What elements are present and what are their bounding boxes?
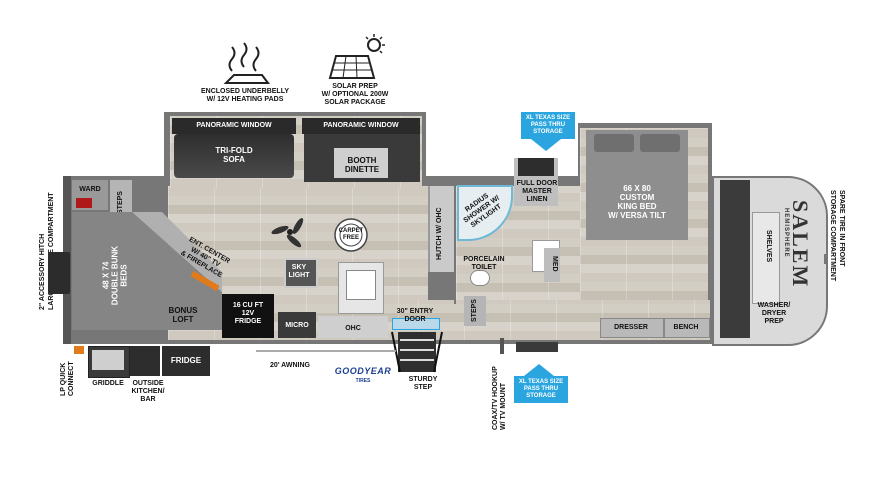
dinette-label: BOOTH DINETTE xyxy=(344,156,380,174)
outside-kitchen-label: OUTSIDE KITCHEN/ BAR xyxy=(131,380,165,403)
bonus-loft-label: BONUS LOFT xyxy=(168,306,198,324)
king-bed-label: 66 X 80 CUSTOM KING BED W/ VERSA TILT xyxy=(608,184,666,220)
front-closet xyxy=(720,180,750,338)
fridge-interior xyxy=(222,294,274,338)
dinette-table xyxy=(334,148,388,178)
ceiling-fan-icon xyxy=(271,218,304,248)
shelves xyxy=(752,212,780,304)
griddle-top xyxy=(92,350,124,370)
dresser xyxy=(600,318,664,338)
outside-fridge-label: FRIDGE xyxy=(170,356,202,365)
bathroom-wall xyxy=(454,184,456,304)
radius-shower xyxy=(457,185,513,241)
porcelain-toilet-label: PORCELAIN TOILET xyxy=(463,256,505,271)
panoramic-window-left xyxy=(172,118,296,134)
steps-left-label: STEPS xyxy=(117,191,124,214)
carpet-free-badge-icon xyxy=(334,218,368,252)
hutch-label: HUTCH W/ OHC xyxy=(436,207,443,261)
goodyear-sub: TIRES xyxy=(355,378,371,384)
lp-quick-connect-label: LP QUICK CONNECT xyxy=(60,361,75,396)
washer-dryer-label: WASHER/ DRYER PREP xyxy=(757,302,791,325)
goodyear-logo: GOODYEAR xyxy=(334,366,392,376)
outside-fridge xyxy=(162,346,210,376)
pillow-right xyxy=(640,134,680,152)
sofa-label: TRI-FOLD SOFA xyxy=(215,146,253,164)
skylight xyxy=(284,258,318,288)
carpet-free-label: CARPET FREE xyxy=(338,228,364,241)
spare-tire-label: SPARE TIRE IN FRONT STORAGE COMPARTMENT xyxy=(829,190,845,282)
ohc-counter xyxy=(318,316,388,338)
dresser-label: DRESSER xyxy=(614,324,648,331)
steps-right-label: STEPS xyxy=(471,299,478,322)
solar-label: SOLAR PREP W/ OPTIONAL 200W SOLAR PACKAG… xyxy=(321,83,389,106)
medicine-cabinet xyxy=(544,248,560,282)
sturdy-step-icon xyxy=(391,331,443,373)
bench xyxy=(664,318,710,338)
lp-quick-connect xyxy=(74,346,84,354)
coax-hookup xyxy=(500,338,504,354)
bunk-beds-label: 48 X 74 DOUBLE BUNK BEDS xyxy=(101,245,129,306)
hutch xyxy=(428,186,456,272)
awning-label: 20' AWNING xyxy=(270,362,310,369)
bench-label: BENCH xyxy=(673,324,699,331)
bunk-area xyxy=(72,212,222,330)
sturdy-step-label: STURDY STEP xyxy=(408,376,438,391)
steps-right xyxy=(464,296,486,326)
underbelly-label: ENCLOSED UNDERBELLY W/ 12V HEATING PADS xyxy=(200,88,290,103)
arrow-down-icon xyxy=(531,139,561,151)
kitchen-sink xyxy=(346,270,376,300)
skylight-label: SKY LIGHT xyxy=(288,264,310,279)
griddle-label: GRIDDLE xyxy=(92,380,124,387)
fridge-interior-label: 16 CU FT 12V FRIDGE xyxy=(232,302,264,325)
brand-sub: HEMISPHERE xyxy=(783,208,789,258)
micro-label: MICRO xyxy=(285,322,309,329)
panoramic-window-right xyxy=(302,118,420,134)
full-door-linen-label: FULL DOOR MASTER LINEN xyxy=(516,180,558,203)
shelves-label: SHELVES xyxy=(765,230,772,263)
panoramic-window-right-label: PANORAMIC WINDOW xyxy=(323,122,399,129)
panoramic-window-left-label: PANORAMIC WINDOW xyxy=(196,122,272,129)
coax-label: COAX/TV HOOKUP W/ TV MOUNT xyxy=(492,366,507,430)
linen-closet-top xyxy=(518,158,554,176)
pillow-left xyxy=(594,134,634,152)
solar-panel-icon xyxy=(328,34,385,79)
microwave xyxy=(278,312,316,338)
hitch-compartment xyxy=(48,252,70,294)
heat-icon xyxy=(223,42,270,84)
arrow-up-icon xyxy=(524,364,554,376)
brand-name: SALEM xyxy=(788,200,813,289)
entry-door-label: 30" ENTRY DOOR xyxy=(396,308,434,323)
toilet xyxy=(470,270,490,286)
pass-thru-storage-top-callout: XL TEXAS SIZE PASS THRU STORAGE xyxy=(521,112,575,139)
ward-red-box xyxy=(76,198,92,208)
pass-thru-storage-bottom-callout: XL TEXAS SIZE PASS THRU STORAGE xyxy=(514,376,568,403)
ohc-label: OHC xyxy=(345,325,361,332)
hitch-pin xyxy=(824,254,828,264)
awning-line xyxy=(256,350,396,352)
entry-door xyxy=(392,318,440,330)
pass-thru-storage-door xyxy=(516,342,558,352)
outside-kitchen xyxy=(130,346,160,376)
tri-fold-sofa xyxy=(174,134,294,178)
med-label: MED xyxy=(551,256,558,272)
ward-label: WARD xyxy=(79,186,101,193)
